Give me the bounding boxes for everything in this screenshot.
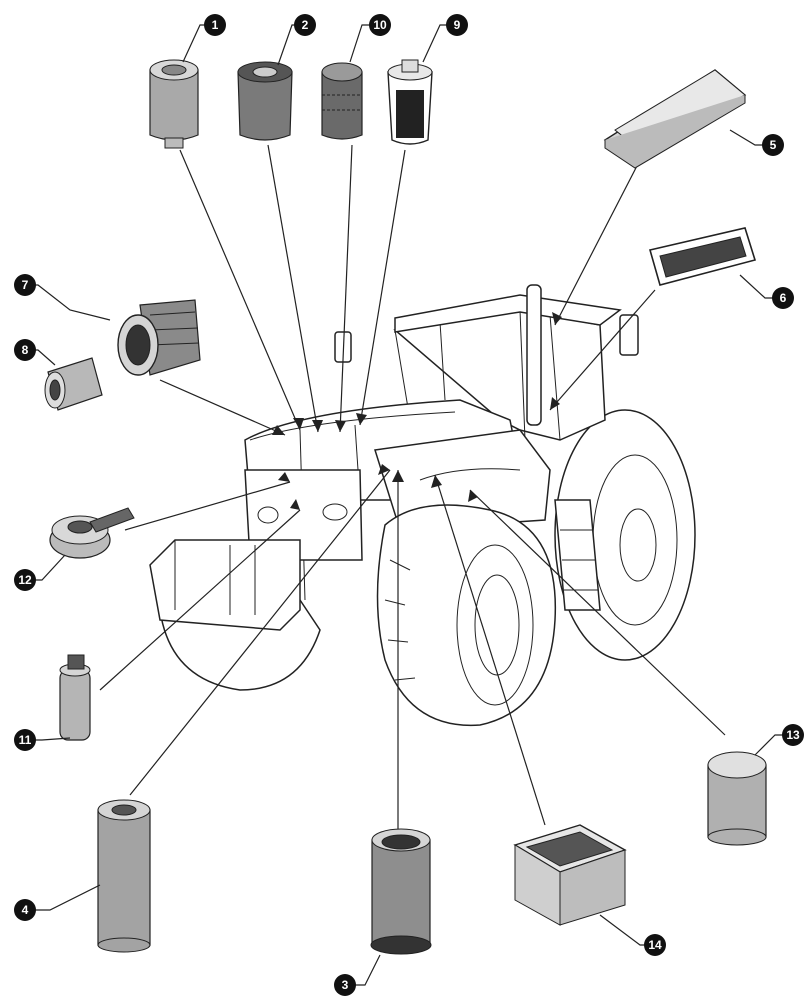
svg-text:12: 12	[18, 573, 32, 587]
callout-6: 6	[772, 287, 794, 309]
svg-text:10: 10	[373, 18, 387, 32]
callout-7: 7	[14, 274, 36, 296]
callout-3: 3	[334, 974, 356, 996]
part-3-cartridge-filter	[370, 828, 432, 955]
svg-text:6: 6	[780, 291, 787, 305]
leader-lines	[99, 144, 726, 830]
part-7-primary-air-filter	[117, 299, 201, 376]
svg-text:14: 14	[648, 938, 662, 952]
callout-8: 8	[14, 339, 36, 361]
part-10-pleated-cartridge	[321, 62, 363, 140]
svg-text:3: 3	[342, 978, 349, 992]
part-2-spin-on-filter	[237, 61, 293, 141]
part-4-tall-filter	[97, 799, 151, 953]
callout-2: 2	[294, 14, 316, 36]
svg-text:11: 11	[19, 733, 32, 747]
callout-10: 10	[369, 14, 391, 36]
callout-5: 5	[762, 134, 784, 156]
part-14-box-air-filter	[513, 824, 627, 926]
svg-text:1: 1	[212, 18, 219, 32]
svg-text:7: 7	[22, 278, 29, 292]
part-6-recirc-filter	[648, 227, 757, 286]
part-1-spin-on-filter	[149, 59, 199, 149]
callout-1: 1	[204, 14, 226, 36]
callout-12: 12	[14, 569, 36, 591]
part-13-canister-filter	[707, 751, 767, 846]
svg-text:8: 8	[22, 343, 29, 357]
callout-badges: 1 2 3 4 5 6 7 8	[14, 14, 804, 996]
arrow-heads	[272, 312, 562, 510]
part-8-secondary-air-filter	[44, 357, 103, 411]
part-5-cab-panel-filter	[603, 69, 747, 169]
callout-13: 13	[782, 724, 804, 746]
part-11-receiver-drier	[59, 654, 91, 741]
svg-text:13: 13	[786, 728, 800, 742]
part-9-fuel-prefilter	[387, 59, 433, 145]
callout-11: 11	[14, 729, 36, 751]
svg-text:4: 4	[22, 903, 29, 917]
callout-14: 14	[644, 934, 666, 956]
svg-text:2: 2	[302, 18, 309, 32]
svg-text:5: 5	[770, 138, 777, 152]
callout-9: 9	[446, 14, 468, 36]
tractor-illustration	[149, 284, 696, 727]
svg-text:9: 9	[454, 18, 461, 32]
callout-4: 4	[14, 899, 36, 921]
part-12-breather-cap	[49, 507, 135, 559]
